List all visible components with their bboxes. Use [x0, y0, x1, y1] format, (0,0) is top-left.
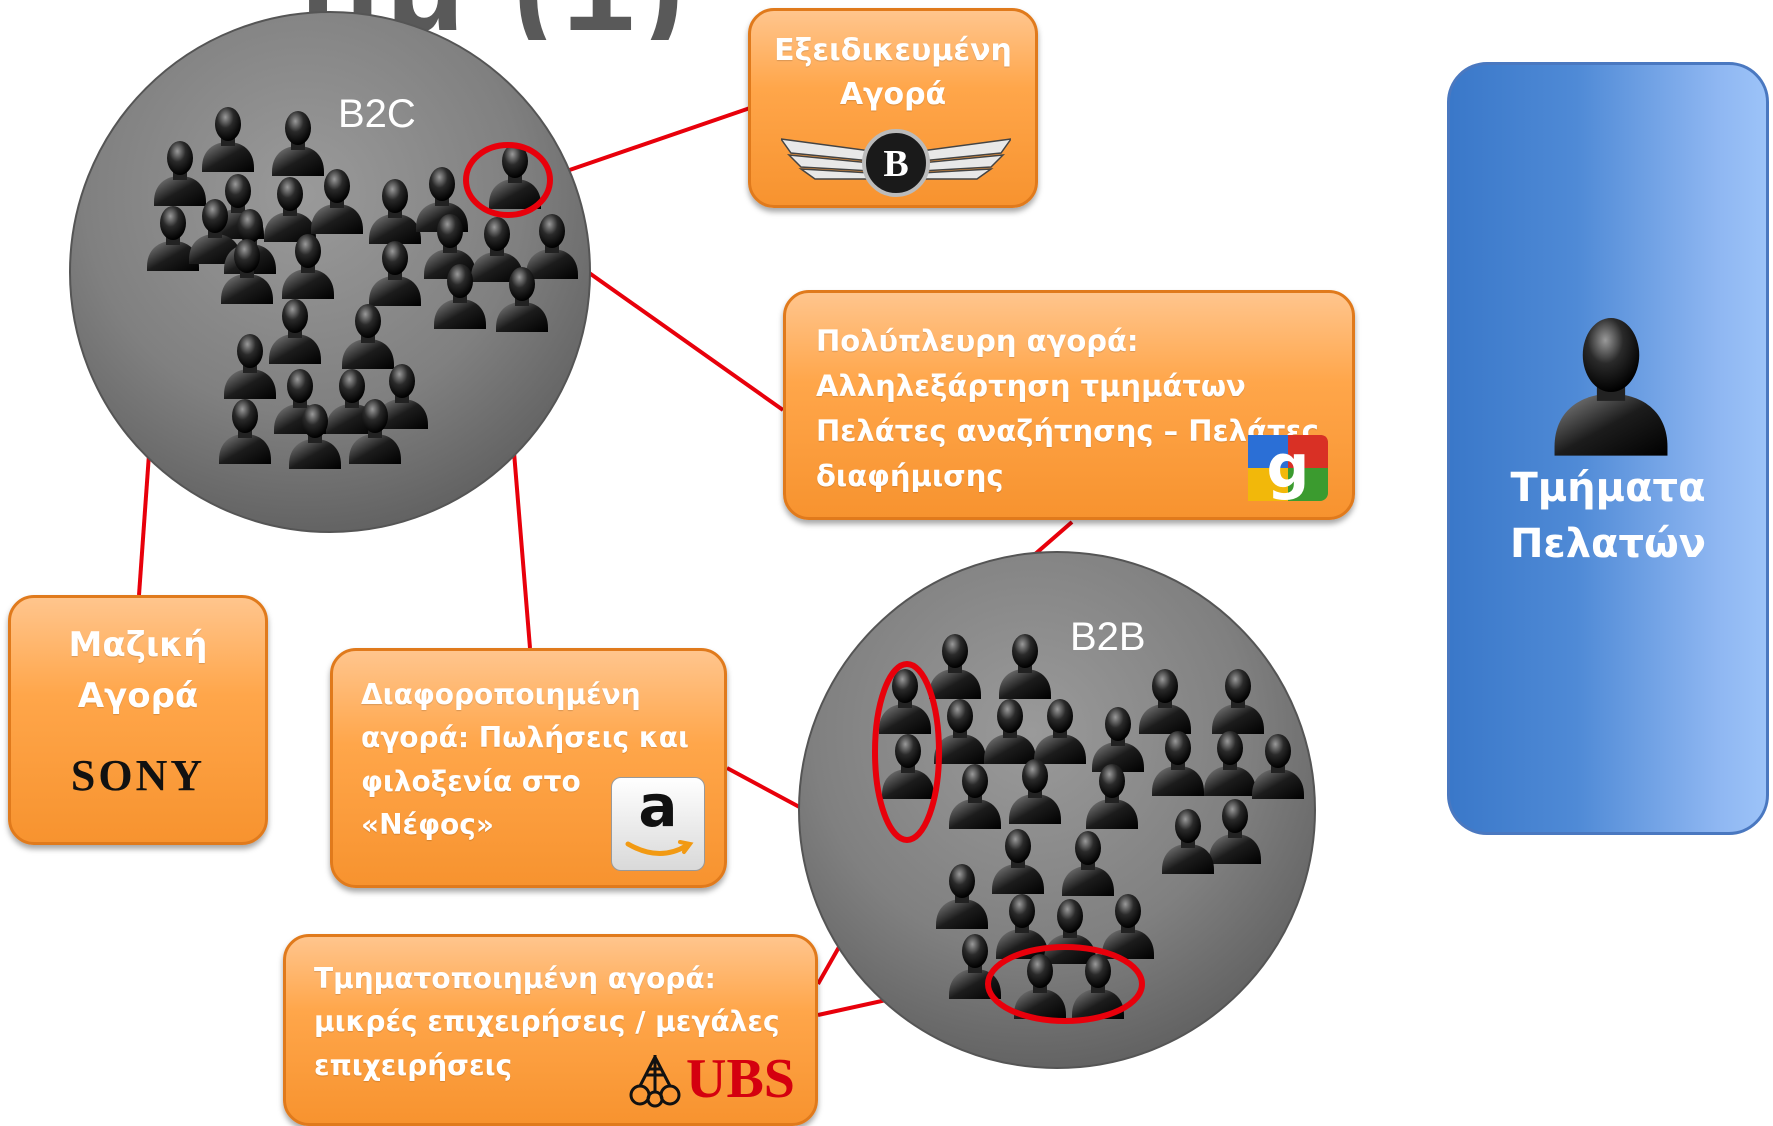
- multisided-market-text: Πολύπλευρη αγορά: Αλληλεξάρτηση τμημάτων…: [816, 324, 1319, 493]
- diversified-market-box: Διαφοροποιημένη αγορά: Πωλήσεις και φιλο…: [330, 648, 727, 888]
- connector-b2c-diversified: [511, 439, 532, 649]
- specialized-market-text: Εξειδικευμένη Αγορά: [774, 33, 1012, 112]
- ubs-keys-icon: [629, 1055, 681, 1108]
- specialized-market-box: Εξειδικευμένη Αγορά B: [748, 8, 1038, 208]
- bentley-logo: B: [781, 129, 1011, 197]
- highlight-ellipses: [463, 142, 1145, 1024]
- amazon-logo: a: [611, 772, 705, 871]
- connector-b2c-specialized: [554, 106, 751, 177]
- amazon-smile-icon: [625, 840, 694, 857]
- highlight-b2b-large-businesses: [985, 944, 1145, 1024]
- google-logo: g: [1248, 435, 1328, 501]
- customer-segments-label: Τμήματα Πελατών: [1509, 465, 1707, 567]
- amazon-logo-letter: a: [638, 772, 678, 840]
- multisided-market-box: Πολύπλευρη αγορά: Αλληλεξάρτηση τμημάτων…: [783, 290, 1355, 520]
- b2c-label: B2C: [338, 92, 416, 136]
- connector-diversified-b2b: [726, 766, 806, 812]
- segmented-market-text: Τμηματοποιημένη αγορά: μικρές επιχειρήσε…: [314, 962, 780, 1082]
- connector-b2c-mass: [137, 439, 152, 596]
- google-logo-letter: g: [1267, 435, 1310, 501]
- person-icon: [1554, 317, 1668, 456]
- ubs-logo-text: UBS: [686, 1048, 795, 1110]
- bentley-logo-letter: B: [883, 143, 908, 185]
- diversified-market-text: Διαφοροποιημένη αγορά: Πωλήσεις και φιλο…: [361, 678, 689, 842]
- mass-market-box: Μαζική Αγορά SONY: [8, 595, 268, 845]
- b2b-label: B2B: [1070, 615, 1146, 659]
- highlight-b2c-individual: [463, 142, 553, 218]
- mass-market-text: Μαζική Αγορά: [68, 625, 208, 716]
- customer-segments-panel: Τμήματα Πελατών: [1447, 62, 1769, 835]
- segmented-market-box: Τμηματοποιημένη αγορά: μικρές επιχειρήσε…: [283, 934, 818, 1126]
- connector-b2c-multisided: [583, 268, 785, 412]
- highlight-b2b-small-businesses: [872, 661, 942, 843]
- b2c-circle: [69, 11, 591, 533]
- sony-logo: SONY: [70, 751, 206, 800]
